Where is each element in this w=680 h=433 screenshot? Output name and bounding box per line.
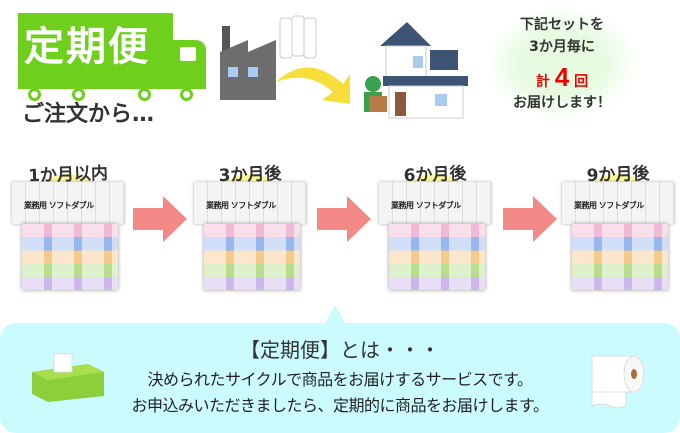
delivery-set-3: 業務用 ソフトダブル 6か月後 [375, 160, 495, 295]
truck-banner [18, 13, 173, 89]
page-title: 定期便 [24, 24, 150, 70]
product-label: 業務用 ソフトダブル [24, 201, 94, 210]
info-line-2: お申込みいただきましたら、定期的に商品をお届けします。 [131, 396, 549, 415]
factory-delivery-illustration [220, 15, 350, 104]
truck-wheel [28, 88, 41, 101]
schedule-label: 6か月後 [403, 163, 467, 187]
info-panel [0, 323, 680, 433]
house-delivery-illustration [364, 22, 468, 119]
arrow-right-icon [503, 196, 557, 242]
schedule-label: 1か月以内 [27, 163, 109, 187]
truck-window [180, 47, 196, 61]
tissue-box-stack [204, 224, 300, 290]
info-title: 【定期便】とは・・・ [240, 338, 440, 362]
bubble-line-4: お届けします！ [513, 95, 611, 111]
tissue-box-icon [32, 353, 104, 402]
delivery-set-1: 業務用 ソフトダブル 1か月以内 [8, 160, 128, 295]
tissue-box-stack [22, 224, 118, 290]
schedule-label: 3か月後 [218, 163, 282, 187]
tissue-box-stack [572, 224, 668, 290]
toilet-paper-pack [12, 182, 124, 224]
toilet-paper-pack [379, 182, 491, 224]
count-prefix: 計 [535, 74, 550, 90]
delivery-set-4: 業務用 ソフトダブル 9か月後 [558, 160, 678, 295]
panel-pointer [324, 305, 346, 324]
truck-wheel [138, 88, 151, 101]
product-label: 業務用 ソフトダブル [391, 201, 461, 210]
arrow-right-icon [317, 196, 371, 242]
arrow-right-icon [133, 196, 187, 242]
truck-wheel [180, 88, 193, 101]
count-suffix: 回 [574, 74, 589, 90]
bubble-line-1: 下記セットを [520, 17, 604, 33]
product-label: 業務用 ソフトダブル [574, 201, 644, 210]
info-line-1: 決められたサイクルで商品をお届けするサービスです。 [147, 370, 533, 389]
info-bubble [488, 8, 636, 118]
toilet-paper-pack [562, 182, 674, 224]
bubble-count: 計 4 回 [482, 64, 642, 91]
order-intro-text: ご注文から… [22, 102, 155, 127]
bubble-line-2: 3か月毎に [529, 39, 595, 55]
schedule-label: 9か月後 [586, 163, 650, 187]
toilet-roll-icon [591, 355, 645, 409]
toilet-paper-pack [194, 182, 306, 224]
delivery-set-2: 業務用 ソフトダブル 3か月後 [190, 160, 310, 295]
tissue-box-stack [389, 224, 485, 290]
truck-wheel [72, 88, 85, 101]
count-value: 4 [554, 62, 570, 92]
product-label: 業務用 ソフトダブル [206, 201, 276, 210]
